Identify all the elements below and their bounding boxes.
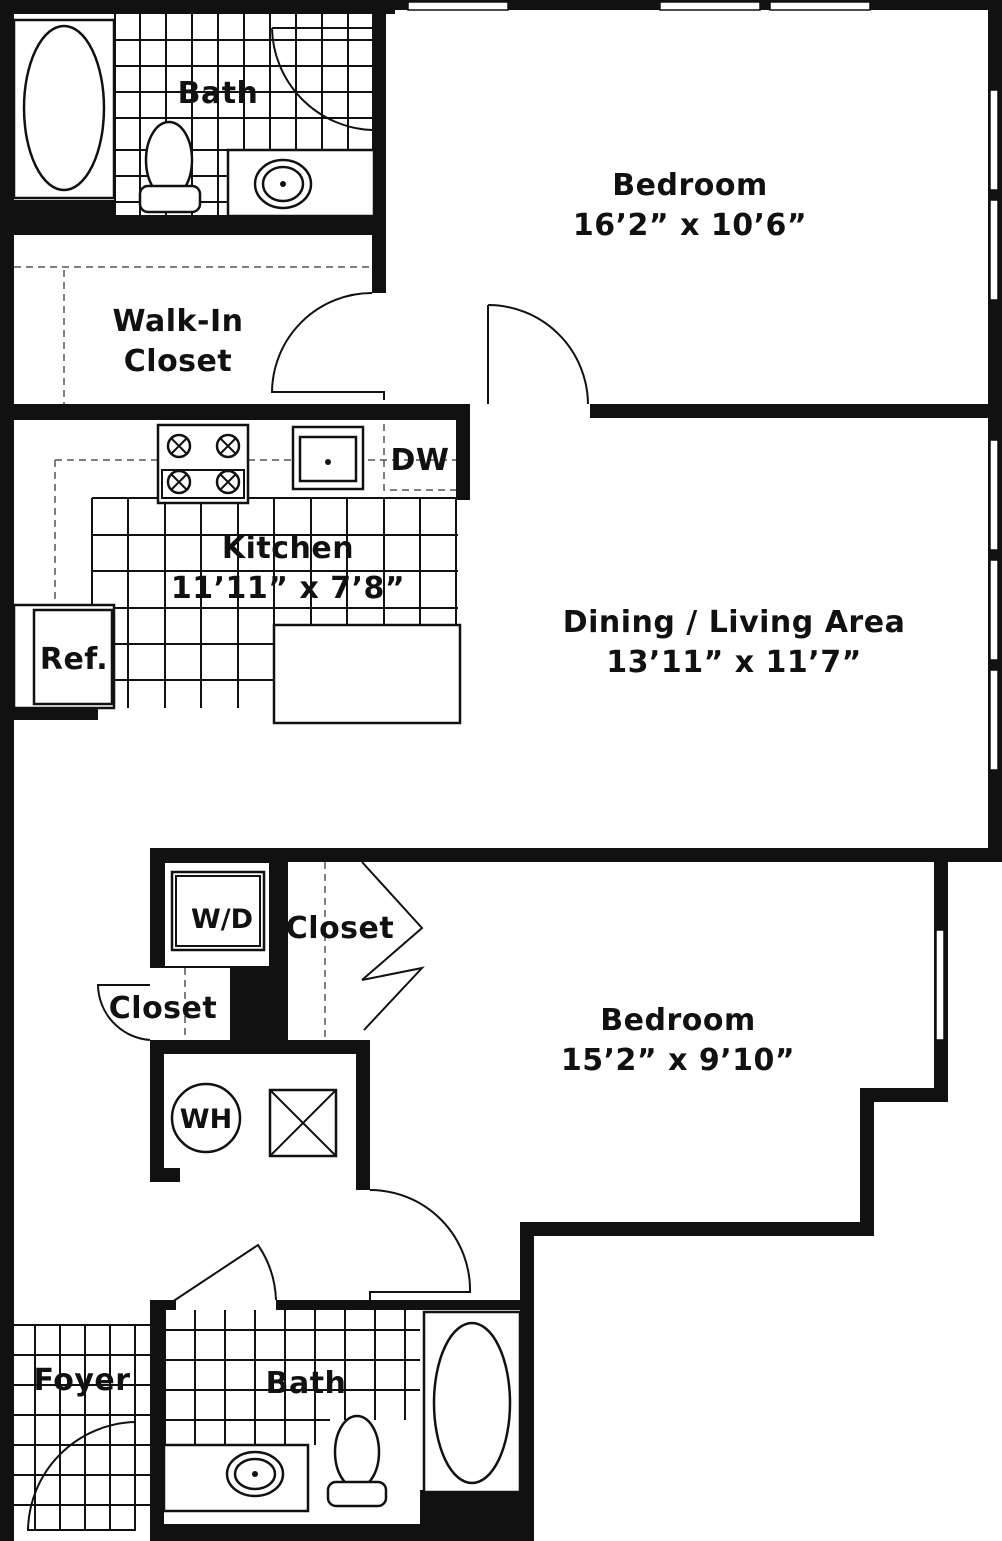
dining-living-dims: 13’11” x 11’7” <box>606 645 862 680</box>
sink-top-icon <box>226 148 376 218</box>
washer-dryer-label: W/D <box>191 904 253 935</box>
stove-icon <box>156 423 250 505</box>
bath-bottom-tile-floor <box>164 1310 420 1445</box>
bath-top-label: Bath <box>178 76 259 111</box>
bathtub-bottom-icon <box>422 1310 522 1494</box>
kitchen-sink-icon <box>291 425 365 491</box>
kitchen-tile-floor <box>14 497 458 708</box>
kitchen-label: Kitchen <box>222 531 354 566</box>
foyer-label: Foyer <box>33 1363 130 1398</box>
water-heater-label: WH <box>180 1104 232 1135</box>
dishwasher-label: DW <box>391 443 450 478</box>
hvac-unit-icon <box>268 1088 338 1158</box>
walkin-closet-label-1: Walk-In <box>113 304 244 339</box>
bath-bottom-label: Bath <box>266 1366 347 1401</box>
bedroom-bottom-dims: 15’2” x 9’10” <box>561 1043 795 1078</box>
room-labels: Bath Bedroom 16’2” x 10’6” Walk-In Close… <box>33 76 906 1401</box>
dining-living-label: Dining / Living Area <box>563 605 906 640</box>
bedroom-top-label: Bedroom <box>612 168 767 203</box>
kitchen-island <box>272 623 462 725</box>
closet-right-label: Closet <box>286 911 394 946</box>
toilet-top-icon <box>138 120 202 214</box>
kitchen-dims: 11’11” x 7’8” <box>171 571 405 606</box>
doors <box>26 27 589 1531</box>
bedroom-top-dims: 16’2” x 10’6” <box>573 208 807 243</box>
closet-left-label: Closet <box>109 991 217 1026</box>
bathtub-top-icon <box>12 18 116 200</box>
refrigerator-label: Ref. <box>40 642 108 677</box>
windows <box>407 1 999 1041</box>
washer-dryer-icon <box>163 861 271 968</box>
walkin-closet-label-2: Closet <box>124 344 232 379</box>
toilet-bottom-icon <box>326 1414 388 1508</box>
bedroom-bottom-label: Bedroom <box>600 1003 755 1038</box>
water-heater-icon <box>170 1082 242 1154</box>
dashed-lines <box>14 266 457 1040</box>
sink-bottom-icon <box>162 1443 310 1513</box>
foyer-tile-floor <box>14 1324 150 1530</box>
refrigerator-icon <box>12 603 116 710</box>
